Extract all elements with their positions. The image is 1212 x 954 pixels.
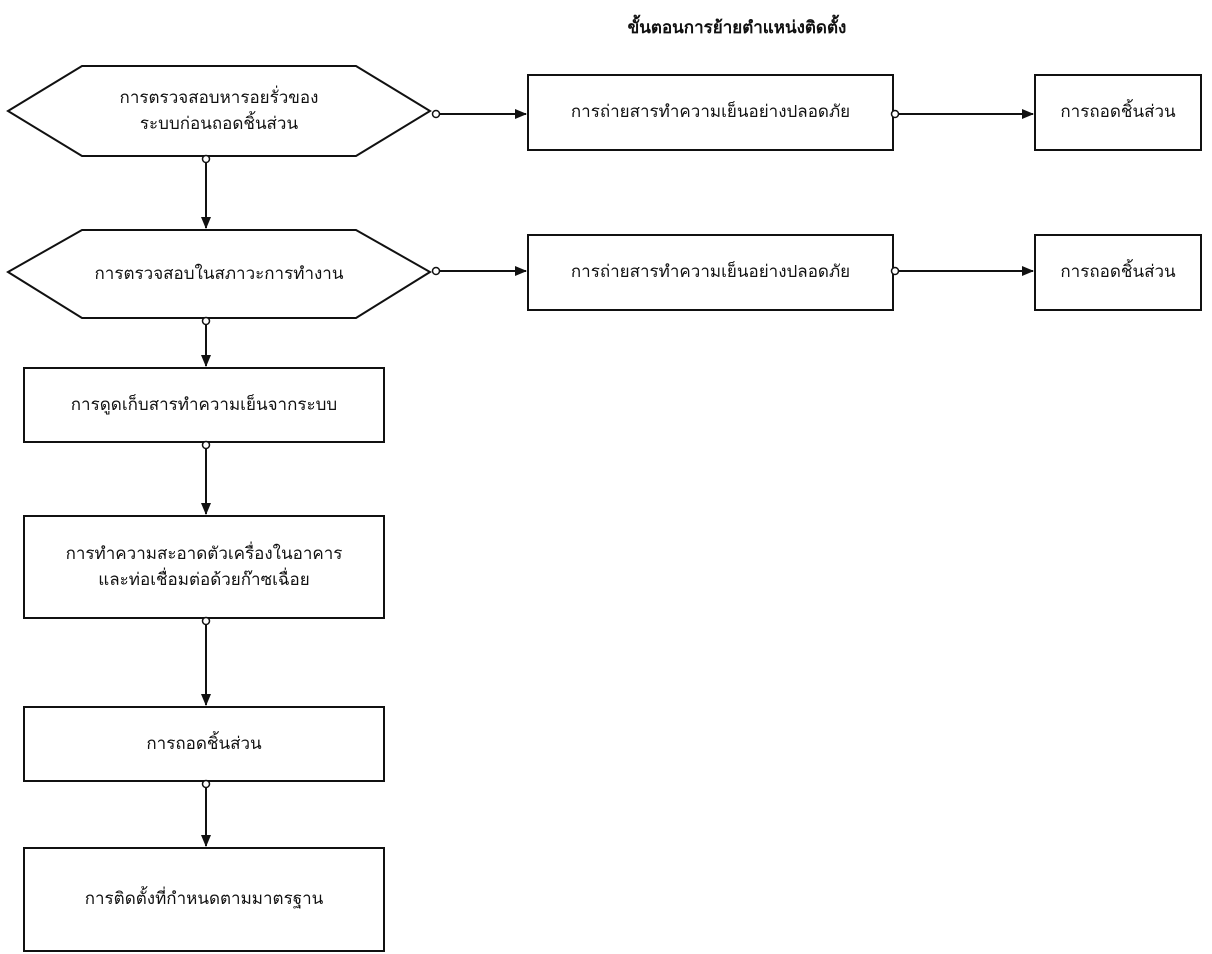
label-check-leak-line1: การตรวจสอบหารอยรั่วของ xyxy=(119,87,319,108)
connector-dot xyxy=(890,266,900,276)
process-install-standard xyxy=(23,847,385,952)
decision-check-leak xyxy=(6,65,432,157)
connector-dot xyxy=(201,440,211,450)
connector-dot xyxy=(890,109,900,119)
connector-dot xyxy=(201,779,211,789)
connector-dot xyxy=(201,316,211,326)
connector-dot xyxy=(201,154,211,164)
label-clean-unit: การทำความสะอาดตัวเครื่องในอาคาร และท่อเช… xyxy=(24,516,384,618)
label-clean-unit-line1: การทำความสะอาดตัวเครื่องในอาคาร xyxy=(65,543,343,564)
process-remove-parts-1 xyxy=(1034,74,1202,151)
label-check-leak-line2: ระบบก่อนถอดชิ้นส่วน xyxy=(139,114,299,134)
label-clean-unit-line2: และท่อเชื่อมต่อด้วยก๊าซเฉื่อย xyxy=(98,570,310,590)
process-remove-parts-2 xyxy=(1034,234,1202,311)
label-install-standard: การติดตั้งที่กำหนดตามมาตรฐาน xyxy=(84,889,324,910)
label-remove-parts-2: การถอดชิ้นส่วน xyxy=(1060,262,1176,283)
label-remove-parts-3: การถอดชิ้นส่วน xyxy=(146,733,262,754)
label-check-operation: การตรวจสอบในสภาวะการทำงาน xyxy=(94,263,344,284)
label-safe-discharge-1: การถ่ายสารทำความเย็นอย่างปลอดภัย xyxy=(570,102,851,123)
label-safe-discharge-2: การถ่ายสารทำความเย็นอย่างปลอดภัย xyxy=(570,262,851,283)
diagram-title: ขั้นตอนการย้ายตำแหน่งติดตั้ง xyxy=(627,18,847,38)
connector-dot xyxy=(431,266,441,276)
label-remove-parts-1: การถอดชิ้นส่วน xyxy=(1060,102,1176,123)
label-recover-refrigerant: การดูดเก็บสารทำความเย็นจากระบบ xyxy=(70,394,338,415)
label-check-leak: การตรวจสอบหารอยรั่วของ ระบบก่อนถอดชิ้นส่… xyxy=(82,66,356,156)
connector-dot xyxy=(201,616,211,626)
connector-dot xyxy=(431,109,441,119)
decision-check-operation xyxy=(6,229,432,319)
